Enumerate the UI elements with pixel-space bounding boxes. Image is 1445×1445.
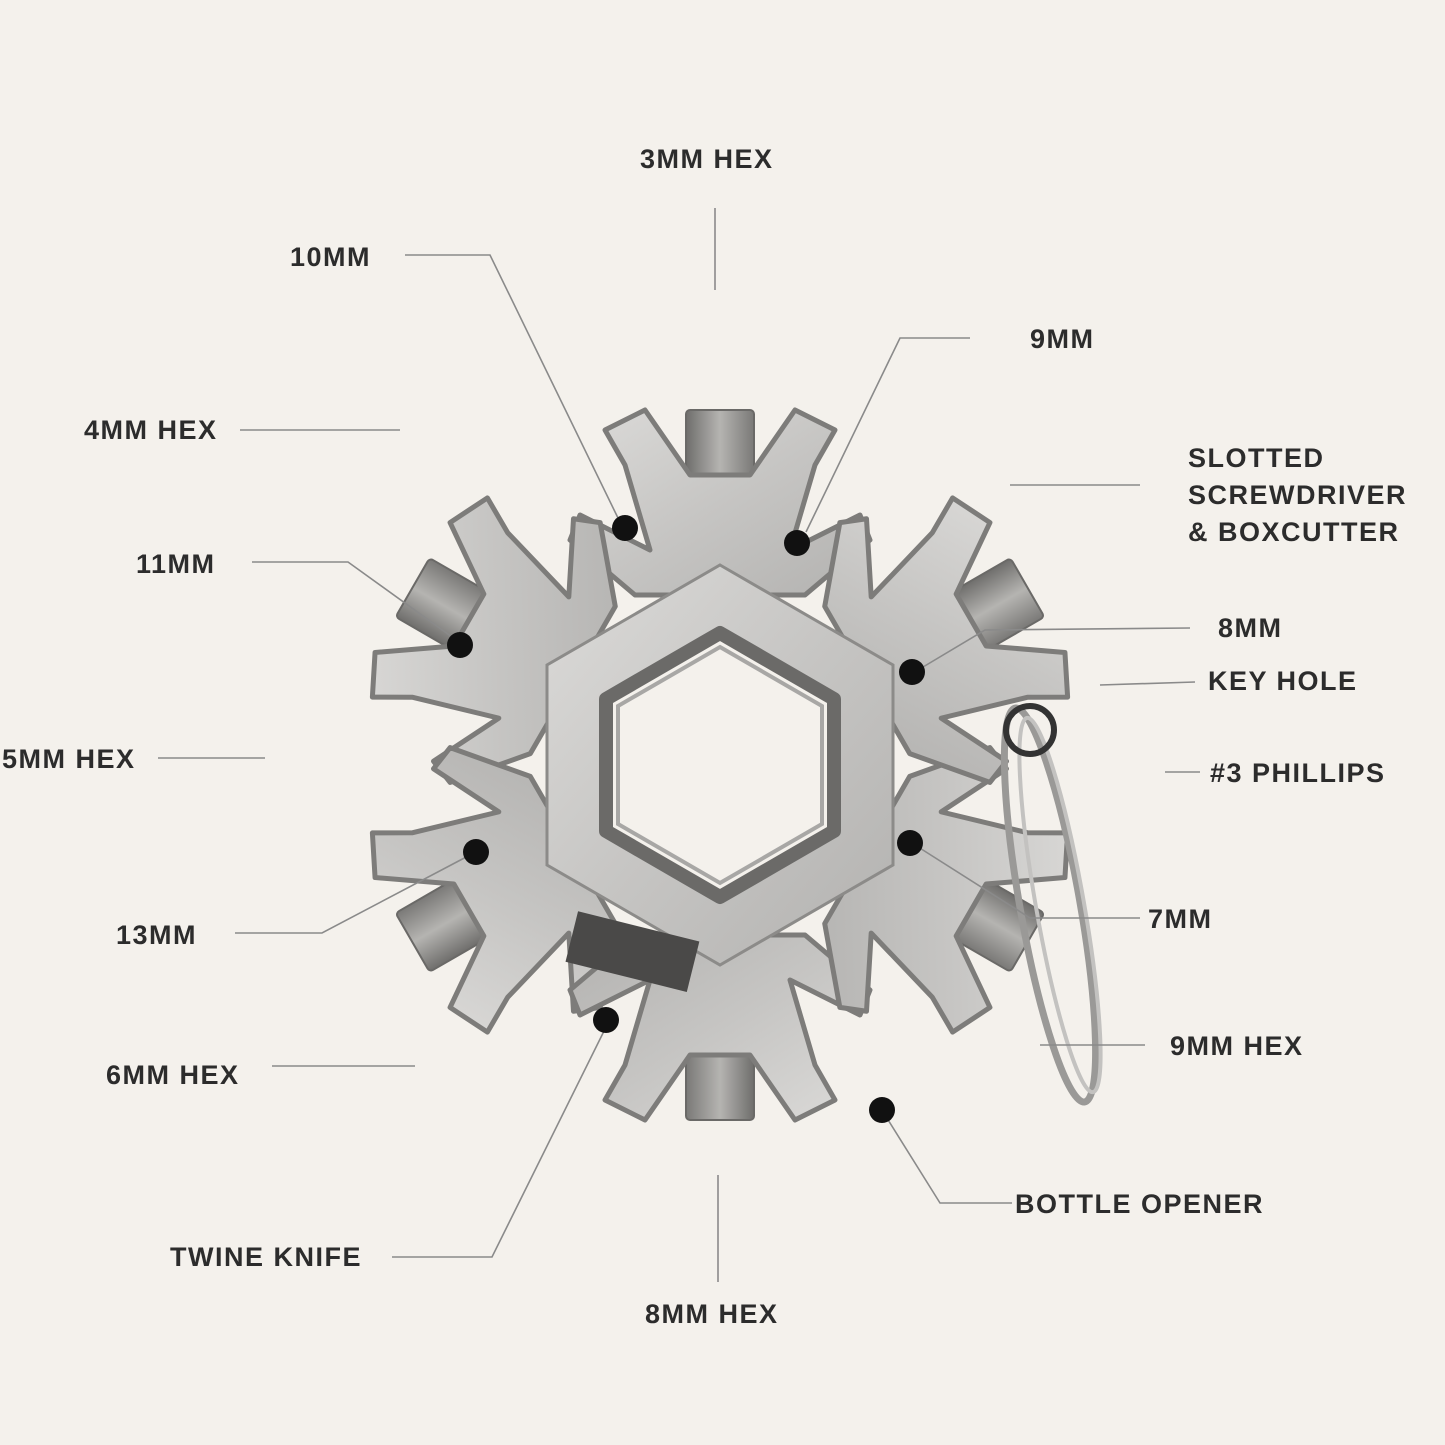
dot-8mm [899, 659, 925, 685]
label-7mm: 7MM [1148, 904, 1213, 934]
dot-9mm [784, 530, 810, 556]
label-twine-knife: TWINE KNIFE [170, 1242, 362, 1272]
leader-9mm [805, 337, 970, 533]
label-8mm: 8MM [1218, 613, 1283, 643]
label-13mm: 13MM [116, 920, 198, 950]
label-11mm: 11MM [136, 549, 216, 579]
label-slotted-2: SCREWDRIVER [1188, 480, 1408, 510]
dot-13mm [463, 839, 489, 865]
label-bottle-opener: BOTTLE OPENER [1015, 1189, 1265, 1219]
leader-8mm [917, 627, 1191, 671]
label-slotted-3: & BOXCUTTER [1188, 517, 1400, 547]
leader-twine [392, 1022, 609, 1258]
label-6mm-hex: 6MM HEX [106, 1060, 240, 1090]
dot-twine [593, 1007, 619, 1033]
label-key-hole: KEY HOLE [1208, 666, 1358, 696]
label-3-phillips: #3 PHILLIPS [1210, 758, 1386, 788]
label-10mm: 10MM [290, 242, 372, 272]
label-8mm-hex: 8MM HEX [645, 1299, 779, 1329]
label-5mm-hex: 5MM HEX [2, 744, 136, 774]
tool-body [338, 410, 1103, 1120]
dot-10mm [612, 515, 638, 541]
dot-11mm [447, 632, 473, 658]
label-9mm-hex: 9MM HEX [1170, 1031, 1304, 1061]
dot-7mm [897, 830, 923, 856]
key-ring [1000, 703, 1103, 1106]
leader-lines [158, 208, 1200, 1282]
leader-key-hole [1099, 681, 1196, 686]
marker-dots [447, 515, 925, 1123]
label-slotted-1: SLOTTED [1188, 443, 1325, 473]
leader-7mm [914, 844, 1140, 919]
dot-bottle [869, 1097, 895, 1123]
leader-bottle [884, 1114, 1012, 1204]
label-9mm: 9MM [1030, 324, 1095, 354]
leader-13mm [235, 854, 471, 934]
leader-10mm [405, 254, 619, 519]
label-4mm-hex: 4MM HEX [84, 415, 218, 445]
leader-11mm [252, 561, 453, 638]
label-3mm-hex: 3MM HEX [640, 144, 774, 174]
